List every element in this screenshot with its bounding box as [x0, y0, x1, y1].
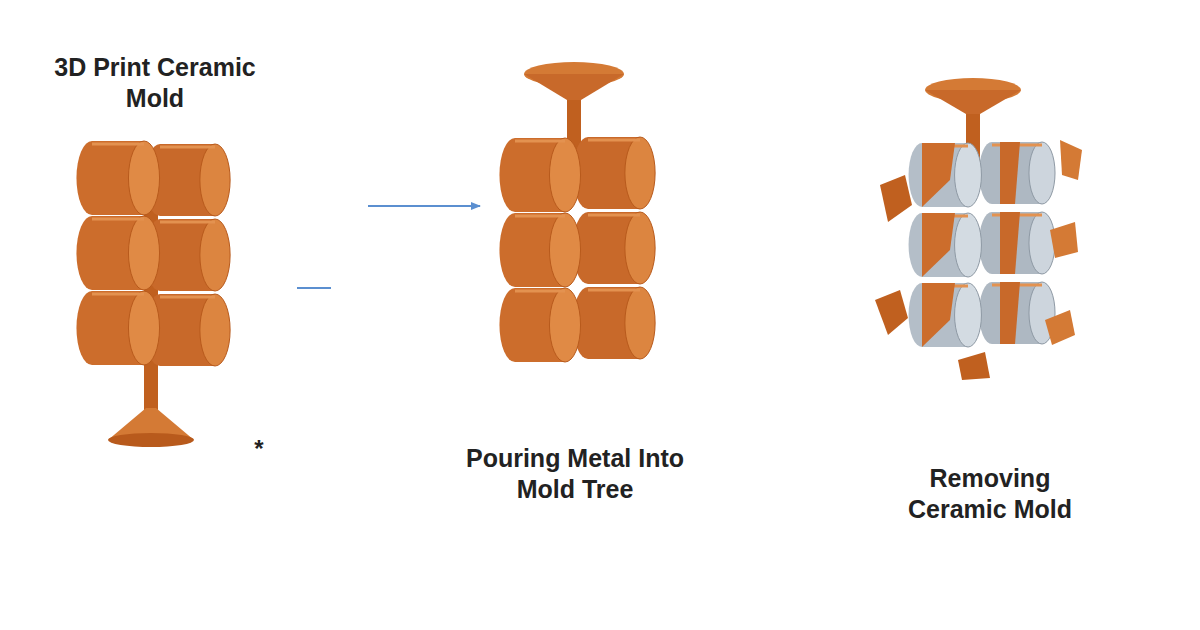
mold-part — [588, 214, 640, 217]
mold-part — [1000, 212, 1020, 274]
ceramic-mold-tree — [76, 141, 230, 447]
mold-part — [875, 290, 908, 335]
mold-part — [160, 146, 215, 149]
mold-part — [549, 213, 580, 287]
mold-part — [1029, 212, 1055, 274]
mold-part — [958, 352, 990, 380]
mold-part — [1000, 142, 1020, 204]
step-label: Pouring Metal Into Mold Tree — [455, 443, 695, 506]
mold-part — [128, 291, 159, 365]
step-label: 3D Print Ceramic Mold — [50, 52, 260, 115]
mold-part — [515, 140, 565, 143]
mold-part — [515, 215, 565, 218]
mold-part — [92, 143, 144, 146]
mold-part — [128, 141, 159, 215]
mold-part — [625, 287, 655, 359]
mold-part — [1050, 222, 1078, 258]
dash-mark — [297, 287, 331, 289]
mold-part — [200, 294, 230, 366]
mold-removal — [875, 78, 1082, 380]
mold-part — [922, 143, 955, 207]
mold-part — [1000, 282, 1020, 344]
mold-part — [880, 175, 912, 222]
mold-part — [515, 290, 565, 293]
mold-part — [588, 139, 640, 142]
mold-part — [200, 219, 230, 291]
mold-part — [922, 283, 955, 347]
mold-part — [160, 221, 215, 224]
mold-part — [1029, 142, 1055, 204]
mold-part — [955, 283, 982, 347]
mold-part — [1060, 140, 1082, 180]
step-label: Removing Ceramic Mold — [880, 463, 1100, 526]
mold-part — [92, 218, 144, 221]
mold-part — [128, 216, 159, 290]
mold-part — [1045, 310, 1075, 345]
mold-tree-pour — [499, 62, 655, 362]
process-arrow — [368, 205, 480, 207]
mold-part — [625, 137, 655, 209]
mold-part — [160, 296, 215, 299]
mold-part — [549, 288, 580, 362]
mold-part — [588, 289, 640, 292]
mold-part — [625, 212, 655, 284]
mold-part — [922, 213, 955, 277]
mold-part — [200, 144, 230, 216]
mold-part — [92, 293, 144, 296]
mold-part — [955, 143, 982, 207]
footnote-mark: * — [248, 434, 270, 464]
mold-part — [955, 213, 982, 277]
mold-part — [549, 138, 580, 212]
